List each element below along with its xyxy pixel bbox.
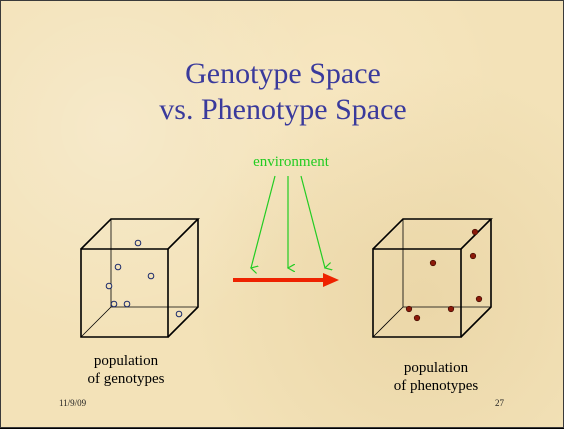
phenotype-caption-line-1: population	[403, 360, 469, 376]
genotype-dot	[110, 300, 118, 308]
phenotype-caption-line-2: of phenotypes	[393, 378, 479, 394]
genotype-dot	[147, 272, 155, 280]
slide-number: 27	[495, 398, 504, 408]
genotype-caption-line-2: of genotypes	[87, 371, 165, 387]
phenotype-dot	[405, 305, 413, 313]
slide-date: 11/9/09	[59, 398, 87, 408]
phenotype-dot	[413, 314, 421, 322]
genotype-caption: population of genotypes	[61, 352, 191, 388]
genotype-dot	[114, 263, 122, 271]
mapping-arrow	[233, 273, 339, 287]
environment-arrow-left	[251, 175, 276, 268]
genotype-dot	[123, 300, 131, 308]
phenotype-dot	[475, 295, 483, 303]
genotype-dot	[134, 239, 142, 247]
title-line-2: vs. Phenotype Space	[159, 93, 407, 126]
phenotype-dot	[429, 259, 437, 267]
genotype-dot	[105, 282, 113, 290]
phenotype-dots	[405, 228, 483, 322]
environment-arrows	[251, 175, 325, 268]
environment-arrow-right	[300, 175, 325, 268]
phenotype-dot	[469, 252, 477, 260]
genotype-cube	[80, 218, 200, 338]
genotype-dot	[175, 310, 183, 318]
genotype-dots	[105, 239, 183, 318]
environment-label: environment	[253, 154, 329, 170]
phenotype-caption: population of phenotypes	[371, 359, 501, 395]
phenotype-dot	[471, 228, 479, 236]
title-line-1: Genotype Space	[185, 57, 381, 90]
phenotype-dot	[447, 305, 455, 313]
genotype-caption-line-1: population	[93, 353, 159, 369]
phenotype-cube	[372, 218, 493, 338]
